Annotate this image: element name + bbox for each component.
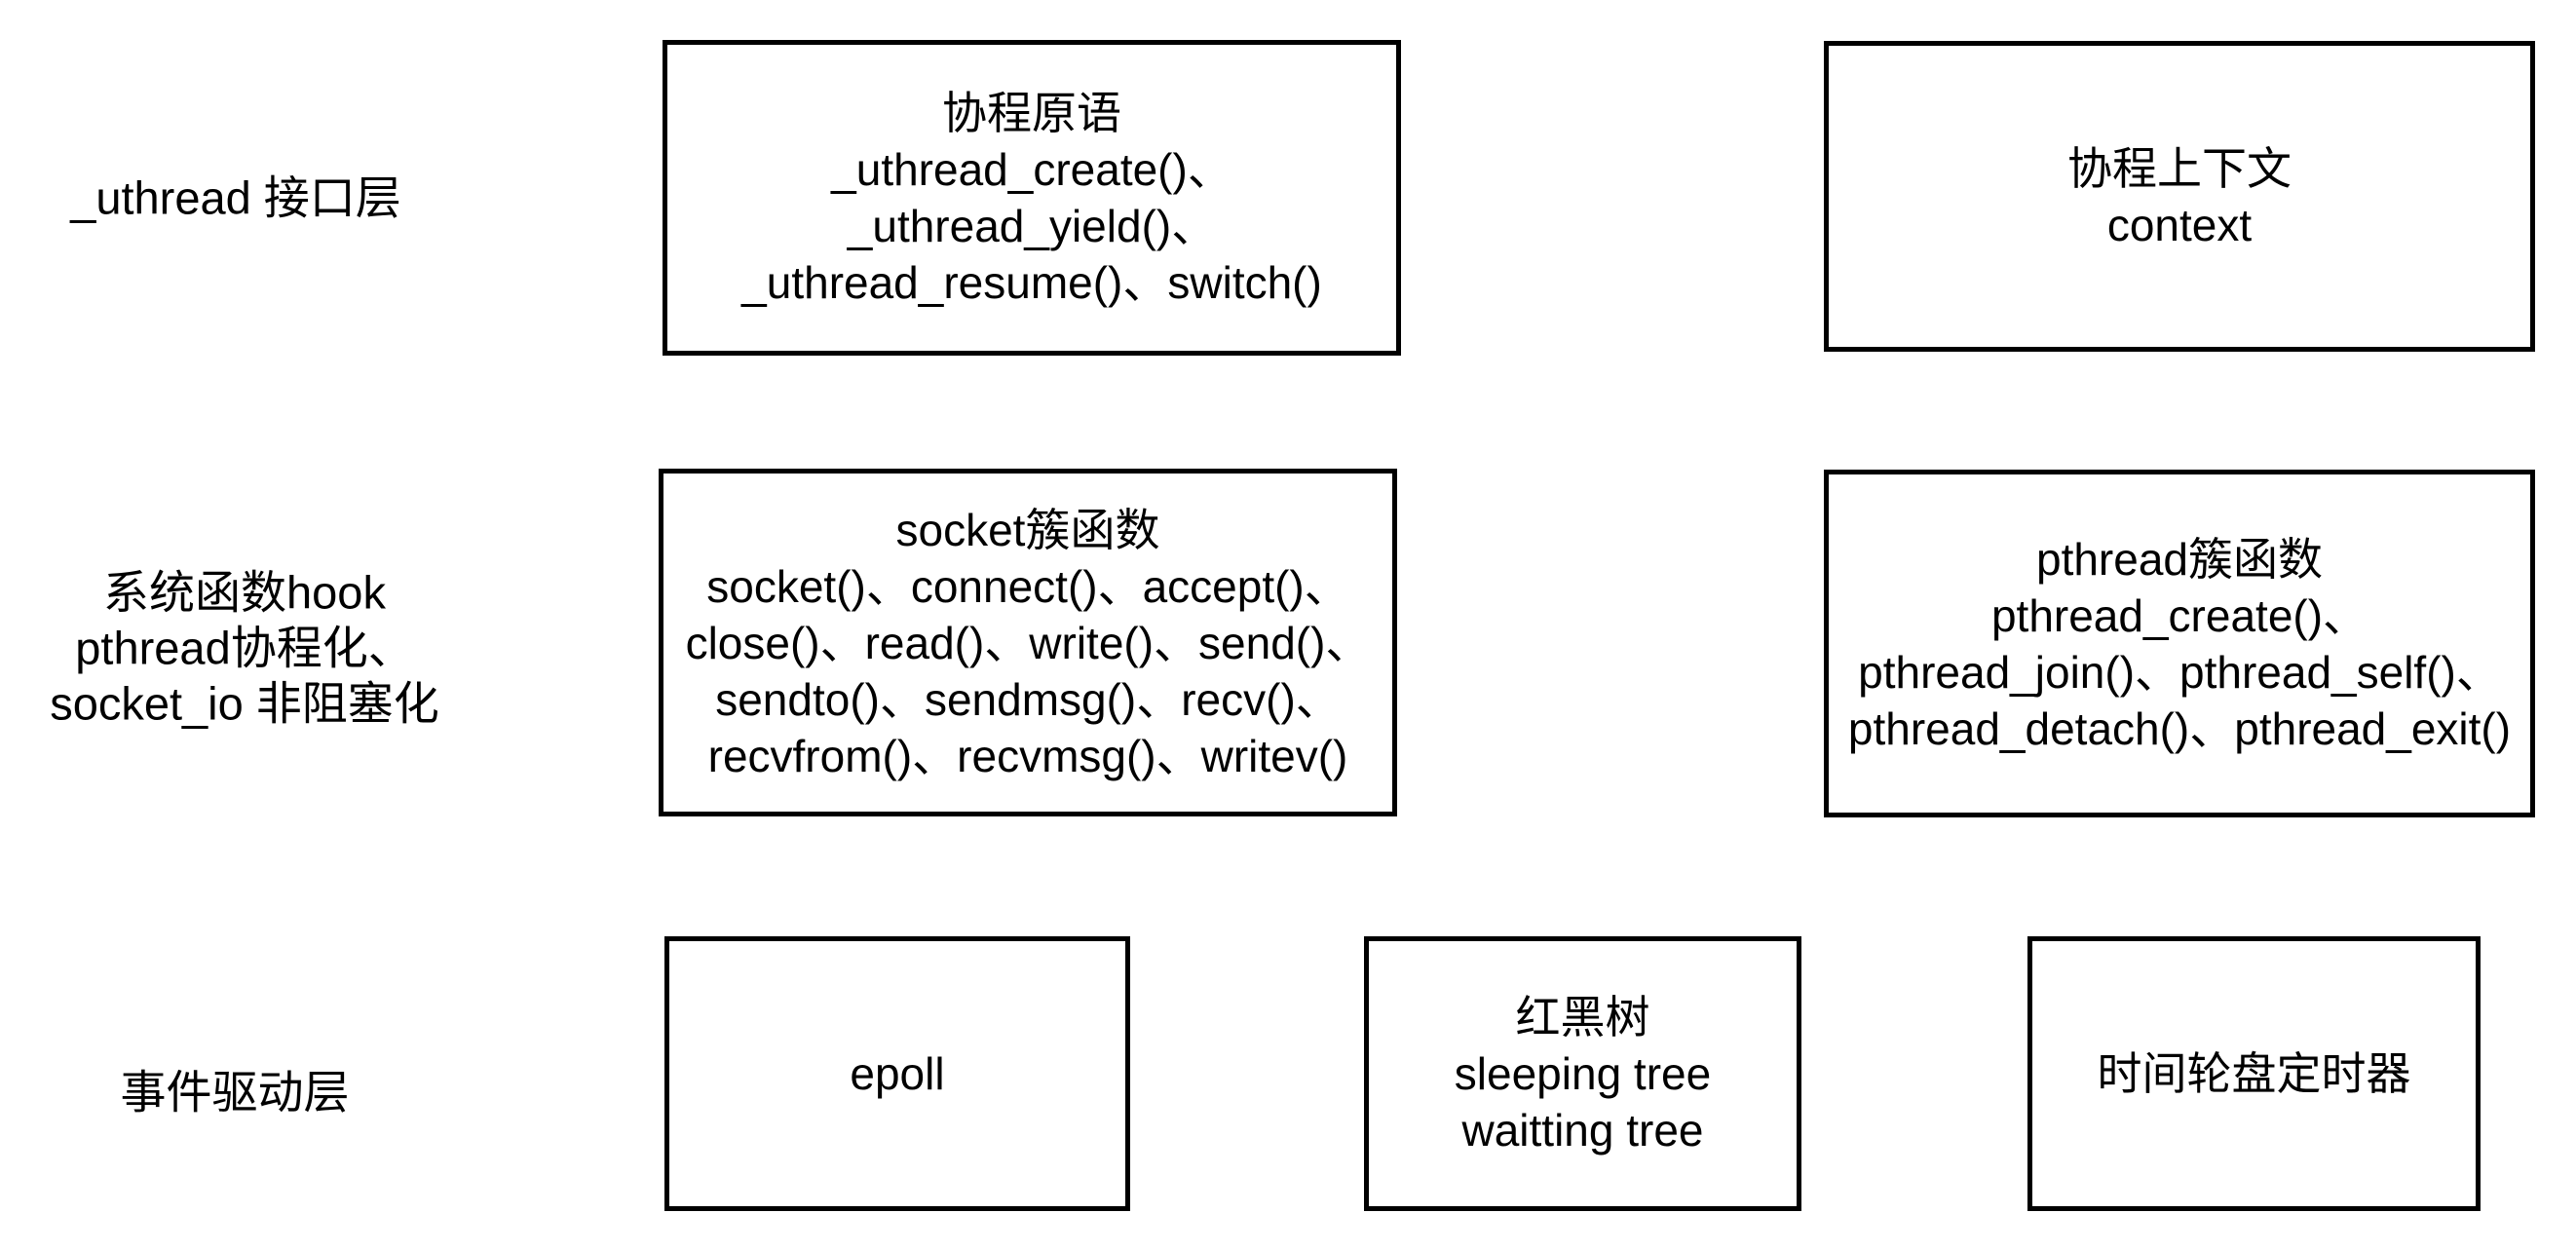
box-line: 协程上下文 — [2067, 142, 2292, 194]
box-socket-functions: socket簇函数 socket()、connect()、accept()、 c… — [659, 469, 1397, 816]
layer-label-event-driven: 事件驱动层 — [121, 1065, 350, 1120]
layer-label-line: 事件驱动层 — [120, 1066, 350, 1118]
box-line: waitting tree — [1461, 1105, 1704, 1156]
box-line: pthread_join()、pthread_self()、 — [1858, 646, 2501, 698]
layer-label-line: socket_io 非阻塞化 — [50, 677, 439, 730]
box-line: _uthread_yield()、 — [847, 201, 1217, 251]
box-epoll: epoll — [664, 936, 1130, 1211]
box-coroutine-context: 协程上下文 context — [1824, 41, 2535, 352]
box-line: _uthread_create()、 — [831, 144, 1232, 195]
box-line: pthread簇函数 — [2035, 533, 2323, 585]
box-red-black-tree: 红黑树 sleeping tree waitting tree — [1364, 936, 1801, 1211]
box-line: recvfrom()、recvmsg()、writev() — [707, 730, 1348, 781]
box-line: close()、read()、write()、send()、 — [685, 617, 1371, 668]
box-line: context — [2106, 199, 2253, 250]
box-line: socket()、connect()、accept()、 — [706, 560, 1349, 612]
layer-label-line: 系统函数hook — [103, 566, 386, 619]
box-line: sendto()、sendmsg()、recv()、 — [715, 673, 1341, 725]
layer-label-line: _uthread 接口层 — [70, 171, 401, 224]
box-line: pthread_create()、 — [1990, 589, 2368, 641]
box-time-wheel-timer: 时间轮盘定时器 — [2027, 936, 2481, 1211]
box-line: 时间轮盘定时器 — [2097, 1048, 2411, 1099]
box-line: pthread_detach()、pthread_exit() — [1847, 702, 2512, 754]
box-line: epoll — [850, 1048, 945, 1099]
box-coroutine-primitives: 协程原语 _uthread_create()、 _uthread_yield()… — [663, 40, 1401, 356]
box-line: _uthread_resume()、switch() — [741, 257, 1322, 308]
box-line: socket簇函数 — [895, 504, 1160, 555]
box-line: sleeping tree — [1454, 1048, 1712, 1099]
layer-label-line: pthread协程化、 — [75, 622, 414, 674]
layer-label-uthread-interface: _uthread 接口层 — [70, 171, 401, 226]
box-pthread-functions: pthread簇函数 pthread_create()、 pthread_joi… — [1824, 470, 2535, 817]
layer-label-syscall-hook: 系统函数hook pthread协程化、 socket_io 非阻塞化 — [50, 565, 439, 732]
box-line: 协程原语 — [942, 88, 1121, 138]
box-line: 红黑树 — [1515, 992, 1650, 1042]
